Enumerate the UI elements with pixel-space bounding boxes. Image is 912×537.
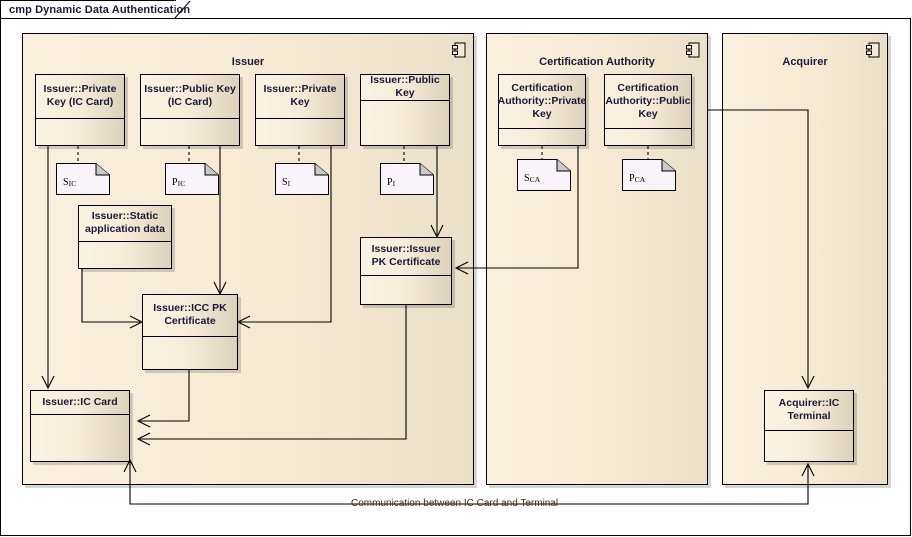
package-title: Certification Authority: [539, 56, 655, 68]
component-body: [36, 119, 124, 145]
component-acquirer-ic-terminal[interactable]: Acquirer::IC Terminal: [764, 390, 854, 462]
component-issuer-icc-pk-certificate[interactable]: Issuer::ICC PK Certificate: [142, 294, 238, 370]
component-label: Issuer::ICC PK Certificate: [143, 295, 237, 337]
diagram-title: cmp Dynamic Data Authentication: [9, 3, 191, 16]
component-label: Acquirer::IC Terminal: [765, 391, 853, 431]
component-ca-public-key[interactable]: Certification Authority::Public Key: [604, 74, 692, 146]
artifact-label: PIC: [172, 177, 186, 188]
component-body: [765, 431, 853, 461]
component-label: Issuer::Issuer PK Certificate: [361, 238, 451, 276]
package-title: Issuer: [231, 56, 265, 68]
communication-label: Communication between IC Card and Termin…: [351, 498, 559, 509]
artifact-p-ic[interactable]: PIC: [165, 163, 219, 195]
artifact-p-i[interactable]: PI: [380, 163, 434, 195]
component-icon: [686, 42, 700, 58]
component-body: [361, 276, 451, 304]
component-body: [256, 119, 344, 145]
component-label: Certification Authority::Public Key: [605, 75, 691, 129]
component-label: Issuer::Private Key (IC Card): [36, 75, 124, 119]
component-label: Issuer::Public Key: [361, 74, 449, 101]
component-ca-private-key[interactable]: Certification Authority::Private Key: [498, 74, 586, 146]
diagram-frame-tab: cmp Dynamic Data Authentication: [0, 0, 190, 19]
artifact-p-ca[interactable]: PCA: [622, 159, 676, 191]
artifact-s-ic[interactable]: SIC: [56, 163, 110, 195]
component-label: Issuer::IC Card: [31, 391, 129, 415]
component-label: Issuer::Static application data: [79, 206, 171, 242]
component-body: [361, 101, 449, 145]
component-body: [79, 242, 171, 268]
component-label: Issuer::Private Key: [256, 75, 344, 119]
artifact-label: PCA: [629, 173, 646, 184]
component-issuer-static-application-data[interactable]: Issuer::Static application data: [78, 205, 172, 269]
component-body: [31, 415, 129, 461]
component-icon: [866, 42, 880, 58]
component-issuer-ic-card[interactable]: Issuer::IC Card: [30, 390, 130, 462]
artifact-s-ca[interactable]: SCA: [517, 159, 571, 191]
component-issuer-issuer-pk-certificate[interactable]: Issuer::Issuer PK Certificate: [360, 237, 452, 305]
artifact-label: SIC: [63, 177, 77, 188]
component-body: [499, 129, 585, 145]
component-label: Issuer::Public Key (IC Card): [141, 75, 239, 119]
component-issuer-private-key[interactable]: Issuer::Private Key: [255, 74, 345, 146]
artifact-label: SCA: [524, 173, 541, 184]
component-label: Certification Authority::Private Key: [498, 75, 586, 129]
component-body: [605, 129, 691, 145]
component-issuer-private-key-ic-card[interactable]: Issuer::Private Key (IC Card): [35, 74, 125, 146]
artifact-label: PI: [387, 177, 396, 188]
component-body: [143, 337, 237, 369]
component-issuer-public-key[interactable]: Issuer::Public Key: [360, 74, 450, 146]
component-icon: [452, 42, 466, 58]
package-title: Acquirer: [782, 56, 828, 68]
artifact-s-i[interactable]: SI: [275, 163, 329, 195]
artifact-label: SI: [282, 177, 291, 188]
component-issuer-public-key-ic-card[interactable]: Issuer::Public Key (IC Card): [140, 74, 240, 146]
component-body: [141, 119, 239, 145]
